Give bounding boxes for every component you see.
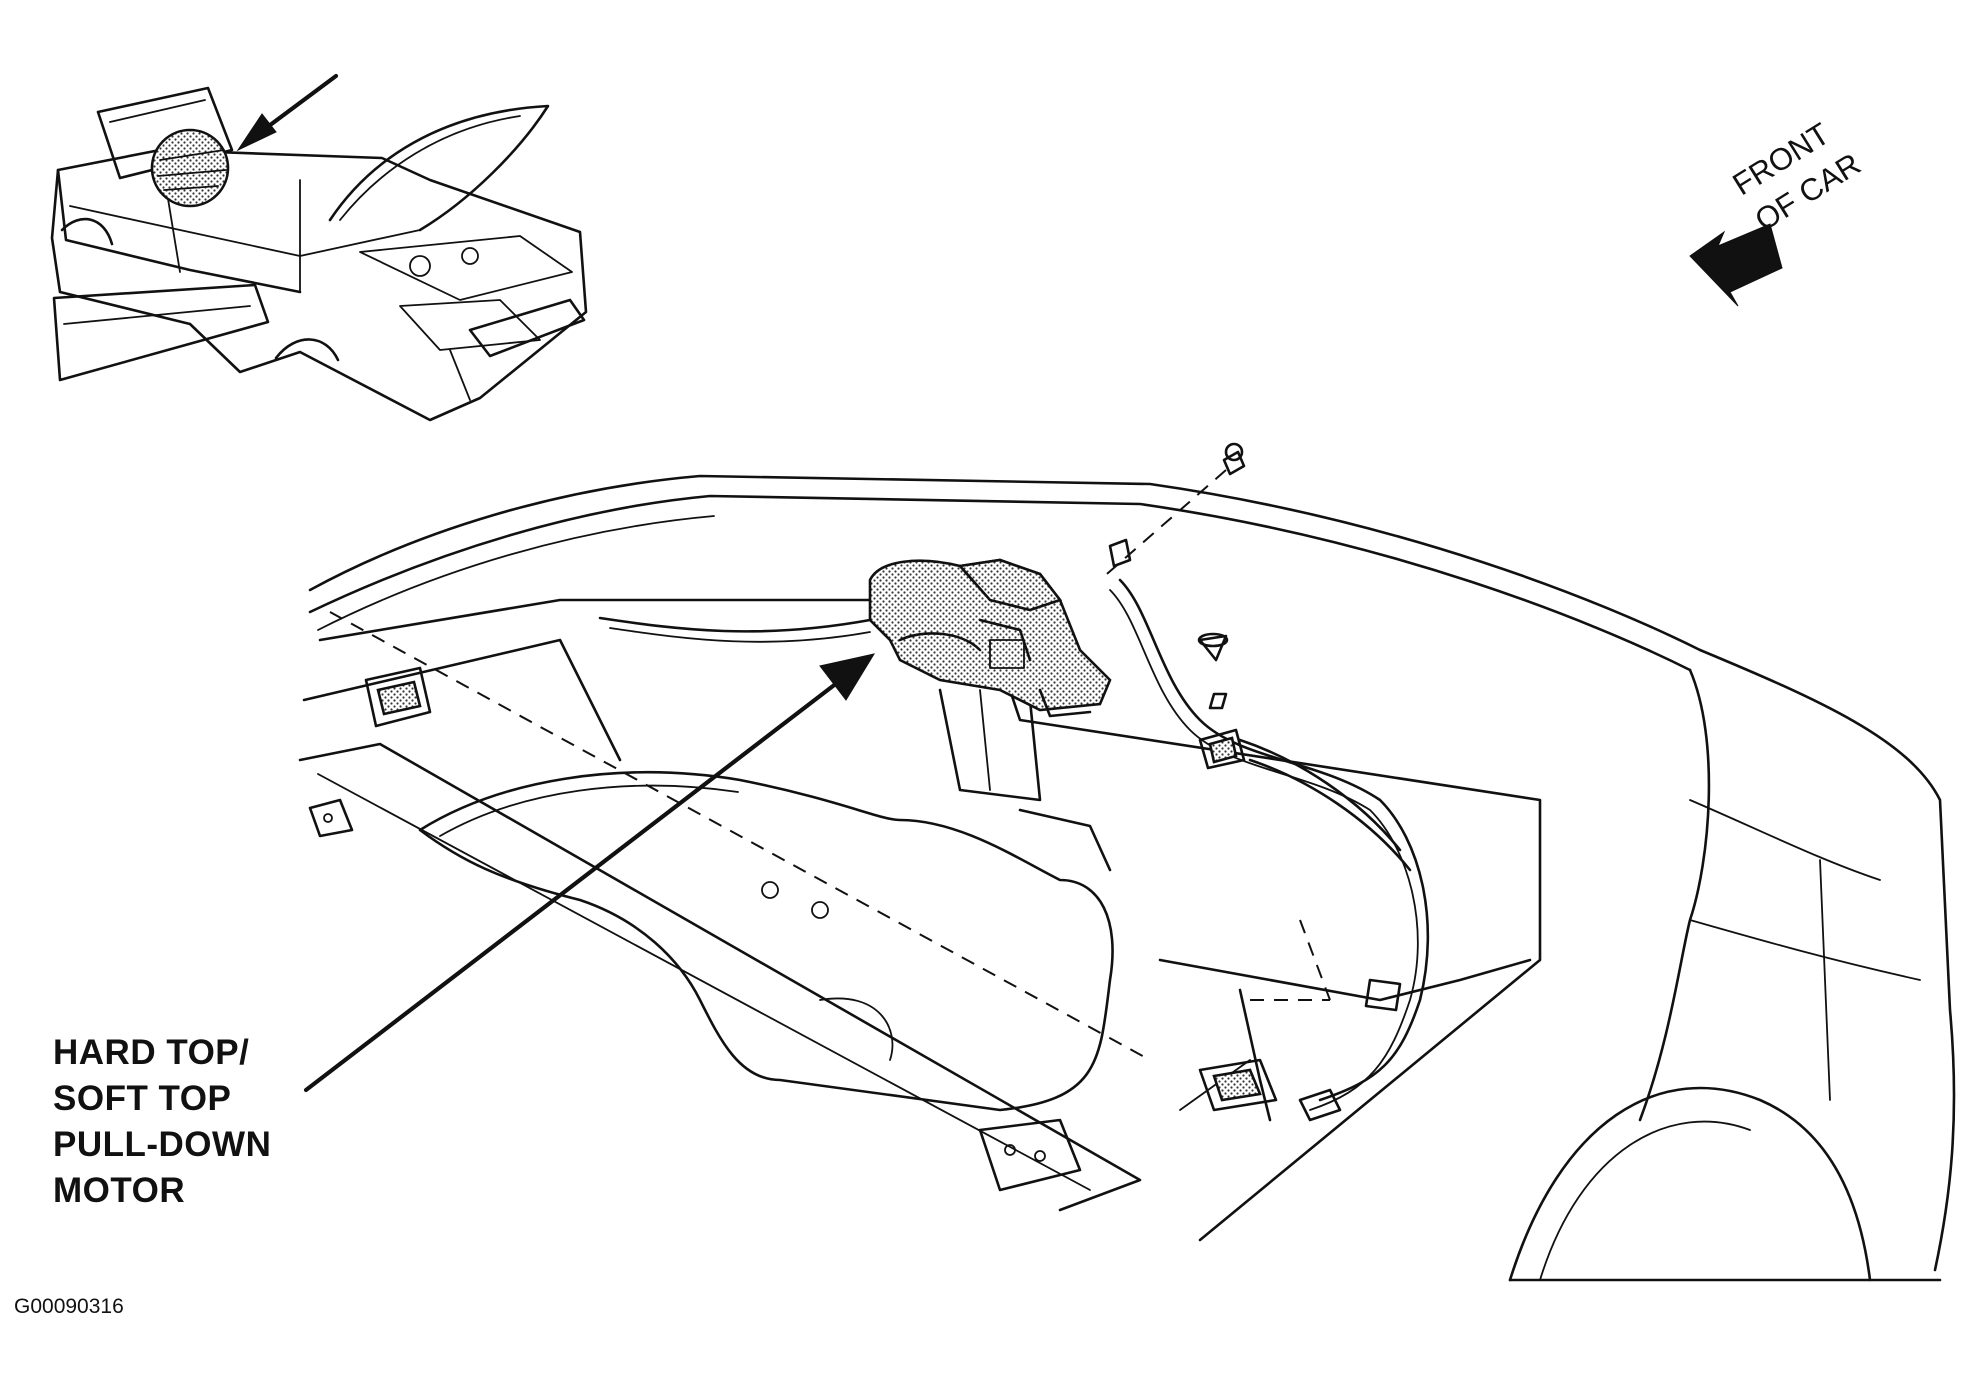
callout-line-4: MOTOR [53,1171,186,1210]
figure-code: G00090316 [14,1295,124,1318]
pull-down-motor [598,442,1430,1122]
motor-callout-label: HARD TOP/ SOFT TOP PULL-DOWN MOTOR [53,1030,271,1214]
car-overview-inset [50,73,588,422]
callout-line-3: PULL-DOWN [53,1125,272,1164]
rear-deck-body [298,474,1956,1282]
callout-line-1: HARD TOP/ [53,1033,250,1072]
callout-arrow [303,653,876,1093]
callout-line-2: SOFT TOP [53,1079,232,1118]
front-of-car-arrow [1689,223,1783,307]
